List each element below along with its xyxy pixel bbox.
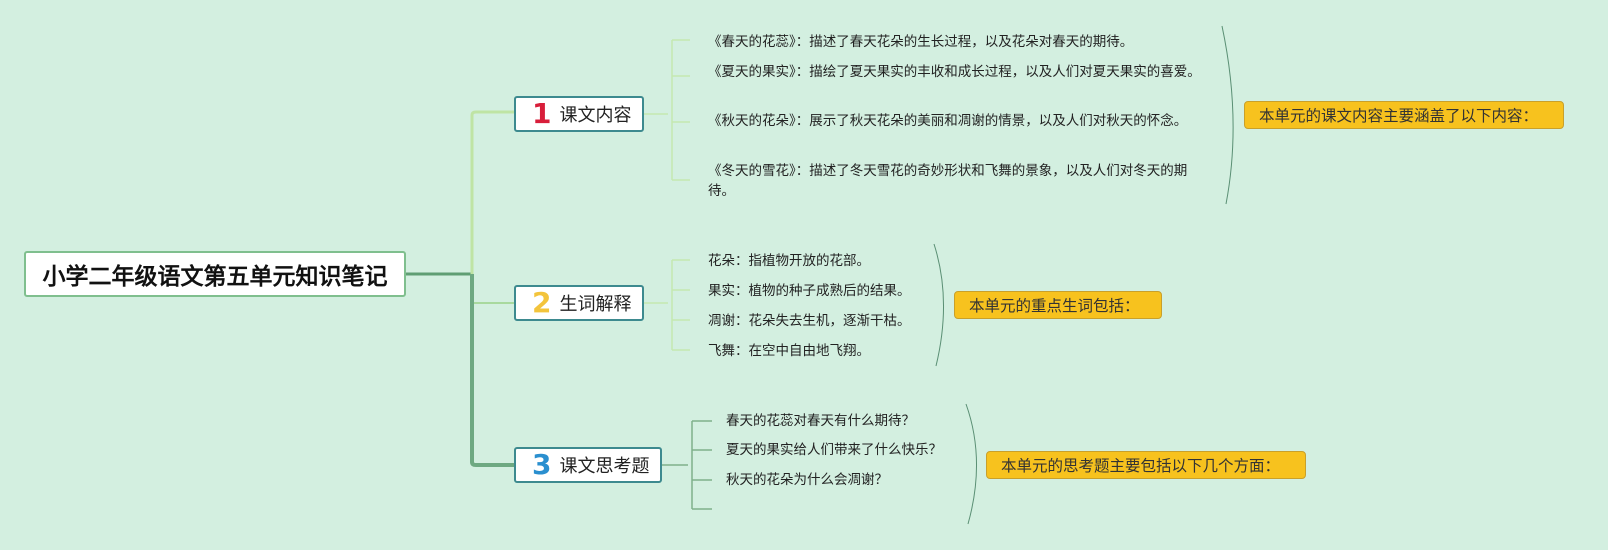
- leaf-item[interactable]: 凋谢：花朵失去生机，逐渐干枯。: [708, 313, 911, 329]
- leaf-item[interactable]: 花朵：指植物开放的花部。: [708, 253, 870, 269]
- leaf-item[interactable]: 秋天的花朵为什么会凋谢？: [726, 472, 888, 488]
- leaf-item[interactable]: 春天的花蕊对春天有什么期待？: [726, 413, 915, 429]
- central-topic[interactable]: 小学二年级语文第五单元知识笔记: [24, 251, 406, 297]
- leaf-item[interactable]: 《冬天的雪花》：描述了冬天雪花的奇妙形状和飞舞的景象，以及人们对冬天的期待。: [708, 163, 1188, 199]
- leaf-item[interactable]: 果实：植物的种子成熟后的结果。: [708, 283, 911, 299]
- summary-label[interactable]: 本单元的重点生词包括：: [954, 291, 1162, 319]
- summary-label[interactable]: 本单元的思考题主要包括以下几个方面：: [986, 451, 1306, 479]
- summary-label[interactable]: 本单元的课文内容主要涵盖了以下内容：: [1244, 101, 1564, 129]
- branch-number: 2: [532, 286, 552, 319]
- branch-label: 生词解释: [559, 294, 632, 315]
- branch-number: 3: [532, 448, 552, 481]
- leaf-item[interactable]: 《夏天的果实》：描绘了夏天果实的丰收和成长过程，以及人们对夏天果实的喜爱。: [708, 64, 1201, 80]
- leaf-item[interactable]: 夏天的果实给人们带来了什么快乐？: [726, 442, 942, 458]
- leaf-item[interactable]: 《秋天的花朵》：展示了秋天花朵的美丽和凋谢的情景，以及人们对秋天的怀念。: [708, 113, 1188, 129]
- branch-number: 1: [532, 97, 552, 130]
- leaf-item[interactable]: 《春天的花蕊》：描述了春天花朵的生长过程，以及花朵对春天的期待。: [708, 34, 1134, 50]
- leaf-item[interactable]: 飞舞：在空中自由地飞翔。: [708, 343, 870, 359]
- branch-label: 课文思考题: [559, 456, 650, 477]
- branch-lesson-content[interactable]: 1 课文内容: [514, 96, 644, 132]
- branch-new-words[interactable]: 2 生词解释: [514, 285, 644, 321]
- branch-label: 课文内容: [559, 105, 632, 126]
- branch-thinking-questions[interactable]: 3 课文思考题: [514, 447, 662, 483]
